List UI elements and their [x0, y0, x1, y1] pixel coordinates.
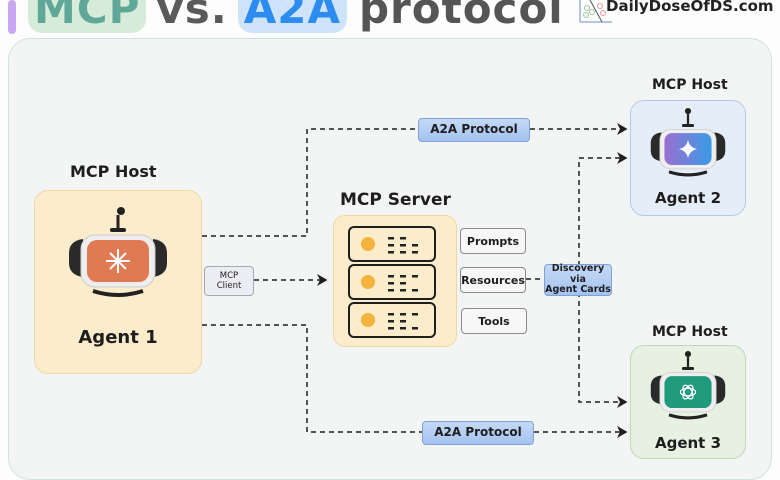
brand-logo-icon: [579, 0, 612, 23]
server-vent-icon: [388, 275, 418, 292]
agent1-card[interactable]: Agent 1: [34, 190, 202, 374]
server-unit: [348, 226, 436, 262]
title-a2a: A2A: [237, 0, 347, 33]
discovery-line1: Discovery via: [551, 263, 605, 285]
brand-text: DailyDoseOfDS.com: [606, 0, 774, 15]
mcp-server-label: MCP Server: [340, 190, 451, 210]
title-protocol: protocol: [358, 0, 564, 33]
agent3-name: Agent 3: [654, 434, 722, 452]
agent1-name: Agent 1: [78, 327, 158, 348]
server-led-icon: [361, 237, 375, 251]
capability-resources[interactable]: Resources: [460, 267, 526, 293]
agent3-robot-icon: [650, 351, 726, 420]
agent1-host-label: MCP Host: [70, 162, 157, 181]
mcp-server-card[interactable]: [333, 215, 457, 347]
capability-prompts[interactable]: Prompts: [460, 228, 526, 254]
gemini-star-icon: [678, 139, 698, 159]
server-led-icon: [361, 313, 375, 327]
mcp-client-line2: Client: [216, 281, 242, 291]
server-vent-icon: [388, 237, 418, 254]
title-vs: vs.: [156, 0, 228, 33]
title-accent-bar: [8, 0, 16, 34]
mcp-client-line1: MCP: [219, 270, 239, 281]
server-vent-icon: [388, 313, 418, 330]
agent3-card[interactable]: Agent 3: [630, 345, 746, 459]
discovery-line2: Agent Cards: [545, 284, 611, 296]
agent3-host-label: MCP Host: [652, 324, 728, 340]
agent2-host-label: MCP Host: [652, 77, 728, 93]
claude-sparkle-icon: [106, 249, 130, 273]
agent2-robot-icon: [650, 108, 726, 177]
agent2-name: Agent 2: [654, 189, 722, 207]
a2a-protocol-tag-bottom: A2A Protocol: [422, 421, 534, 445]
agent2-card[interactable]: Agent 2: [630, 100, 746, 216]
a2a-protocol-tag-top: A2A Protocol: [418, 118, 530, 142]
agent1-robot-icon: [69, 207, 167, 297]
server-led-icon: [361, 275, 375, 289]
openai-knot-icon: [679, 384, 697, 400]
server-unit: [348, 302, 436, 338]
page-title: MCP vs. A2A protocol: [28, 0, 564, 33]
title-mcp: MCP: [28, 0, 147, 33]
capability-tools[interactable]: Tools: [461, 308, 527, 334]
server-unit: [348, 264, 436, 300]
